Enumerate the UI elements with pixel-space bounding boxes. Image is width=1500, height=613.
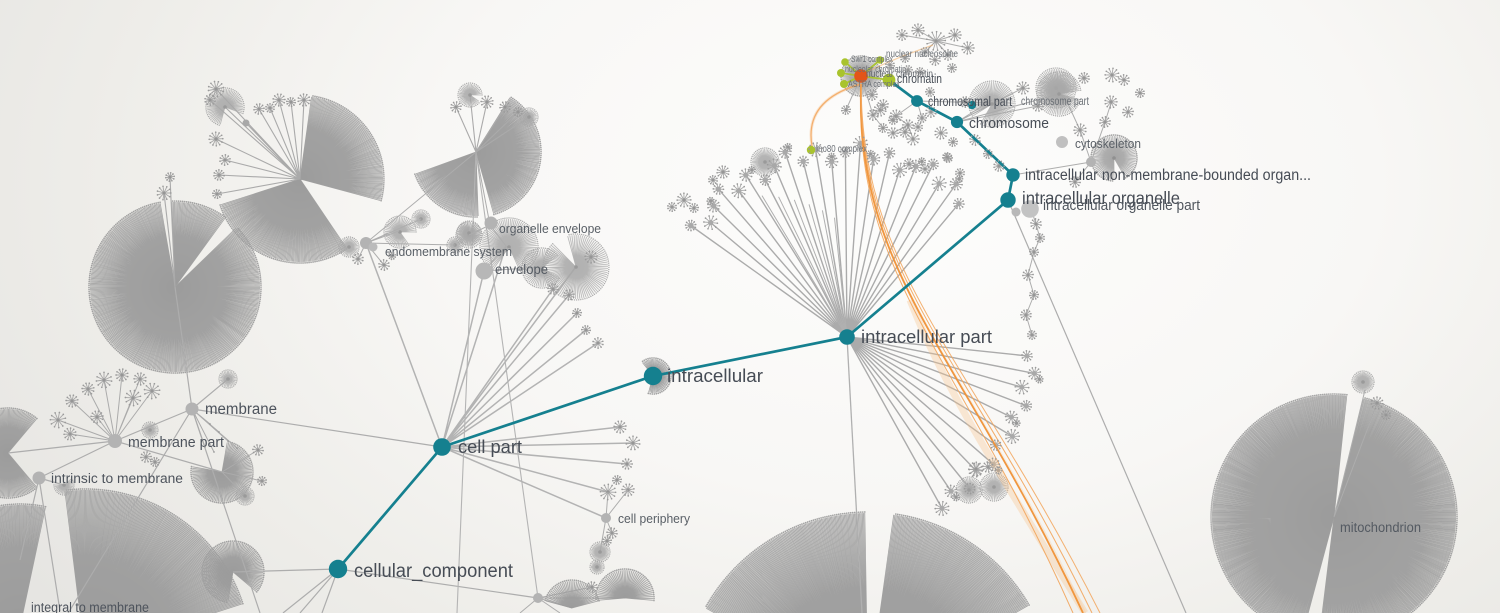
svg-text:chromatin: chromatin — [897, 72, 942, 86]
svg-text:Swr1 complex: Swr1 complex — [851, 54, 893, 65]
svg-text:ASTRA complex: ASTRA complex — [848, 79, 900, 90]
svg-text:nuclear chromatin: nuclear chromatin — [866, 69, 933, 80]
svg-text:intracellular: intracellular — [667, 366, 763, 386]
svg-text:chromosome part: chromosome part — [1021, 94, 1089, 108]
svg-text:membrane: membrane — [205, 401, 277, 418]
svg-text:intracellular organelle part: intracellular organelle part — [1043, 198, 1200, 214]
svg-text:mitochondrion: mitochondrion — [1340, 520, 1421, 535]
svg-text:intracellular non-membrane-bou: intracellular non-membrane-bounded organ… — [1025, 167, 1311, 184]
svg-text:intracellular organelle: intracellular organelle — [1022, 188, 1180, 208]
svg-text:cellular_component: cellular_component — [354, 561, 514, 582]
svg-text:endomembrane system: endomembrane system — [385, 244, 512, 259]
svg-text:intracellular part: intracellular part — [861, 327, 992, 347]
svg-text:chromosome: chromosome — [969, 115, 1049, 132]
svg-text:integral to membrane: integral to membrane — [31, 600, 149, 613]
svg-text:cell part: cell part — [458, 437, 522, 457]
svg-text:envelope: envelope — [495, 262, 548, 277]
svg-text:nucleolar chromatin: nucleolar chromatin — [845, 64, 906, 75]
svg-text:organelle envelope: organelle envelope — [499, 221, 601, 236]
svg-text:cell periphery: cell periphery — [618, 512, 691, 526]
svg-text:membrane part: membrane part — [128, 435, 224, 451]
svg-text:cytoskeleton: cytoskeleton — [1075, 136, 1141, 151]
svg-text:intrinsic to membrane: intrinsic to membrane — [51, 471, 183, 486]
